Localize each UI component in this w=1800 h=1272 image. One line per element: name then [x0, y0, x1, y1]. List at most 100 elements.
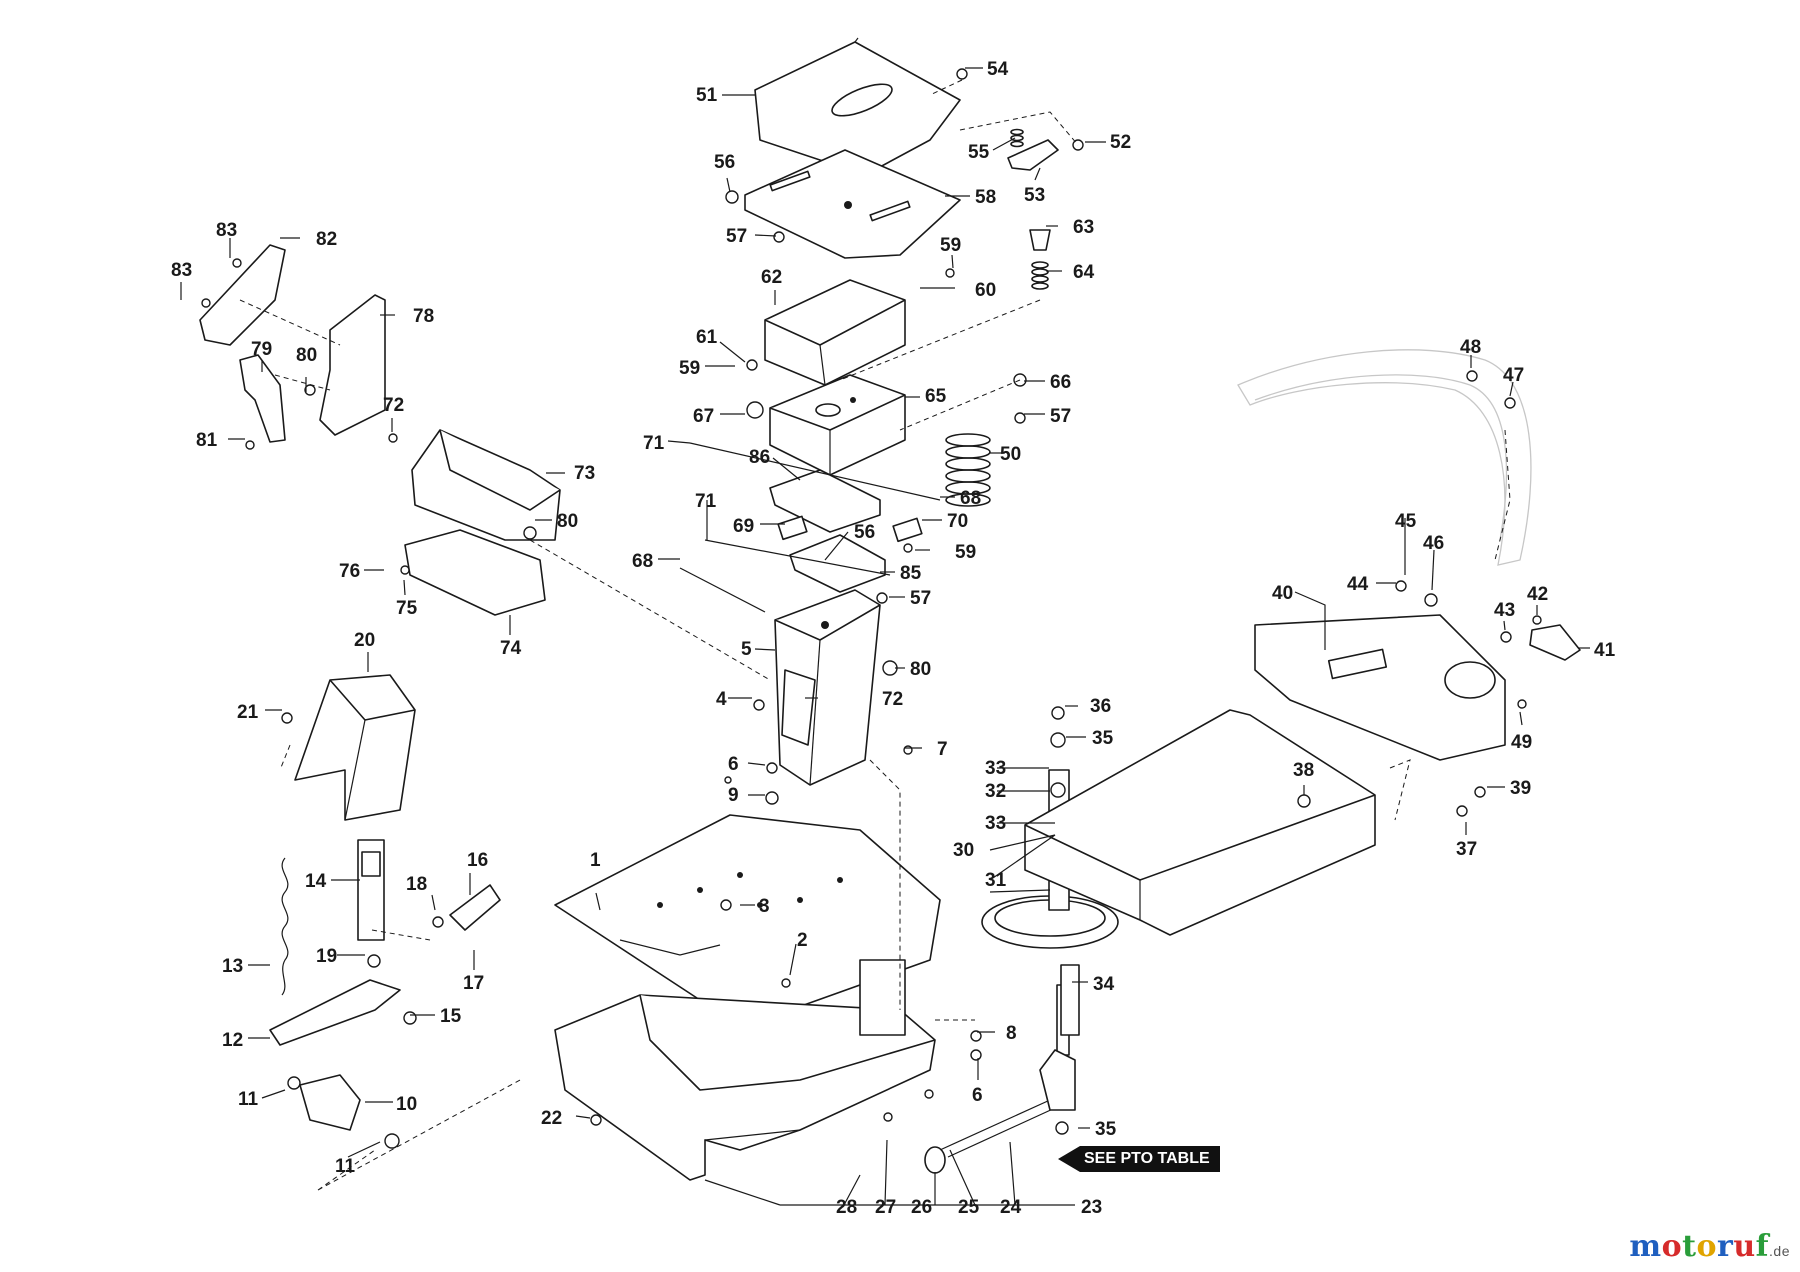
callout-16: 16 — [467, 850, 488, 871]
callout-76: 76 — [339, 561, 360, 582]
callout-48: 48 — [1460, 337, 1481, 358]
hardware — [201, 68, 1581, 1149]
watermark-letter-5: r — [1717, 1229, 1734, 1264]
callout-69: 69 — [733, 516, 754, 537]
callout-5: 5 — [741, 639, 752, 660]
callout-10: 10 — [396, 1094, 417, 1115]
callout-46: 46 — [1423, 533, 1444, 554]
callout-68: 68 — [632, 551, 653, 572]
callout-27: 27 — [875, 1197, 896, 1218]
callout-2: 2 — [797, 930, 808, 951]
callout-52: 52 — [1110, 132, 1131, 153]
callout-12: 12 — [222, 1030, 243, 1051]
callout-25: 25 — [958, 1197, 980, 1218]
watermark-letter-2: o — [1661, 1229, 1683, 1264]
callout-23: 23 — [1081, 1197, 1102, 1218]
callout-78: 78 — [413, 306, 434, 327]
callout-65: 65 — [925, 386, 947, 407]
callout-50: 50 — [1000, 444, 1021, 465]
watermark-letter-6: u — [1733, 1229, 1756, 1264]
callout-39: 39 — [1510, 778, 1531, 799]
callout-28: 28 — [836, 1197, 857, 1218]
callout-54: 54 — [987, 59, 1009, 80]
callout-1: 1 — [590, 850, 601, 871]
callout-70: 70 — [947, 511, 968, 532]
callout-43: 43 — [1494, 600, 1515, 621]
callout-21: 21 — [237, 702, 259, 723]
callout-11: 11 — [238, 1089, 259, 1110]
callout-17: 17 — [463, 973, 484, 994]
callout-35: 35 — [1095, 1119, 1117, 1140]
callout-49: 49 — [1511, 732, 1532, 753]
callout-33: 33 — [985, 813, 1006, 834]
callout-83: 83 — [216, 220, 237, 241]
see-pto-table-label: SEE PTO TABLE — [1080, 1146, 1220, 1172]
callout-56: 56 — [854, 522, 875, 543]
callout-34: 34 — [1093, 974, 1115, 995]
callout-32: 32 — [985, 781, 1006, 802]
callout-19: 19 — [316, 946, 337, 967]
callout-53: 53 — [1024, 185, 1045, 206]
callout-8: 8 — [1006, 1023, 1017, 1044]
watermark-letter-4: o — [1696, 1229, 1717, 1264]
callout-13: 13 — [222, 956, 243, 977]
callout-68: 68 — [960, 488, 981, 509]
callout-4: 4 — [716, 689, 727, 710]
callout-62: 62 — [761, 267, 782, 288]
leader-lines — [180, 67, 1590, 1206]
callout-45: 45 — [1395, 511, 1417, 532]
brake-linkage — [269, 839, 501, 1131]
callout-11: 11 — [335, 1156, 356, 1177]
callout-37: 37 — [1456, 839, 1477, 860]
watermark-letter-1: m — [1629, 1229, 1662, 1264]
callout-81: 81 — [196, 430, 218, 451]
callout-26: 26 — [911, 1197, 932, 1218]
callout-71: 71 — [643, 433, 665, 454]
watermark-letter-7: f — [1755, 1229, 1770, 1264]
callout-3: 3 — [759, 896, 770, 917]
callout-64: 64 — [1073, 262, 1095, 283]
callout-82: 82 — [316, 229, 337, 250]
callout-55: 55 — [968, 142, 990, 163]
cross-shaft — [924, 964, 1080, 1174]
callout-57: 57 — [1050, 406, 1071, 427]
callout-40: 40 — [1272, 583, 1293, 604]
callout-56: 56 — [714, 152, 735, 173]
motoruf-watermark: motoruf.de — [1629, 1229, 1790, 1264]
callout-73: 73 — [574, 463, 595, 484]
left-brackets — [199, 244, 386, 443]
main-frame — [554, 959, 936, 1181]
watermark-letter-3: t — [1682, 1229, 1697, 1264]
callouts: 51 54 52 55 53 56 58 57 59 60 63 64 62 6… — [171, 59, 1616, 1218]
callout-80: 80 — [557, 511, 578, 532]
callout-47: 47 — [1503, 365, 1524, 386]
callout-20: 20 — [354, 630, 375, 651]
callout-85: 85 — [900, 563, 922, 584]
callout-72: 72 — [882, 689, 903, 710]
callout-86: 86 — [749, 447, 770, 468]
fender-outline — [1237, 349, 1532, 566]
callout-60: 60 — [975, 280, 996, 301]
seat-column — [774, 589, 881, 786]
dampers — [777, 515, 923, 543]
callout-33: 33 — [985, 758, 1006, 779]
callout-22: 22 — [541, 1108, 562, 1129]
callout-6: 6 — [972, 1085, 983, 1106]
suspension-links — [679, 442, 941, 613]
see-pto-table-note: SEE PTO TABLE — [1058, 1146, 1220, 1172]
callout-75: 75 — [396, 598, 418, 619]
callout-67: 67 — [693, 406, 714, 427]
callout-74: 74 — [500, 638, 522, 659]
assembly-dashes — [239, 79, 1511, 1191]
callout-14: 14 — [305, 871, 327, 892]
callout-42: 42 — [1527, 584, 1548, 605]
callout-59: 59 — [940, 235, 961, 256]
battery-box — [764, 279, 906, 386]
callout-83: 83 — [171, 260, 192, 281]
pedal-console — [294, 674, 416, 821]
callout-15: 15 — [440, 1006, 462, 1027]
callout-35: 35 — [1092, 728, 1114, 749]
callout-24: 24 — [1000, 1197, 1022, 1218]
callout-30: 30 — [953, 840, 974, 861]
